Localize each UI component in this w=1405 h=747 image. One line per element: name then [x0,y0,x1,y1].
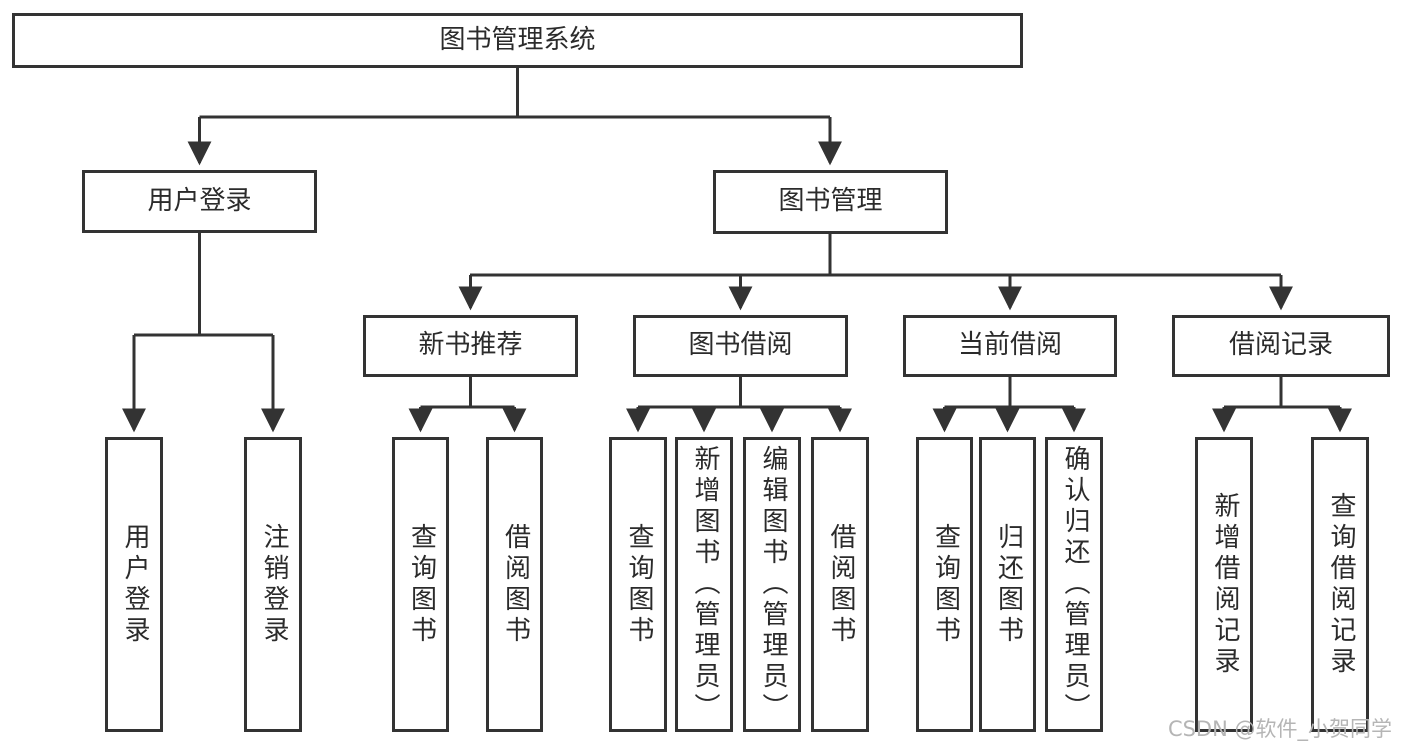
leaf-query-borrow-record: 查询借阅记录 [1311,437,1369,732]
leaf-return-book: 归还图书 [979,437,1036,732]
leaf-confirm-return-admin: 确认归还（管理员） [1045,437,1103,732]
leaf-edit-book-admin: 编辑图书（管理员） [743,437,801,732]
leaf-query-books-borrowing: 查询图书 [609,437,667,732]
node-current-borrowing: 当前借阅 [903,315,1117,377]
leaf-add-book-admin: 新增图书（管理员） [675,437,733,732]
watermark: CSDN @软件_小贺同学 [1167,717,1392,741]
node-user-login: 用户登录 [82,170,317,233]
node-new-book-recommendation: 新书推荐 [363,315,578,377]
leaf-query-books-recommend: 查询图书 [392,437,449,732]
leaf-user-login: 用户登录 [105,437,163,732]
node-library-system: 图书管理系统 [12,13,1023,68]
node-borrowing-records: 借阅记录 [1172,315,1390,377]
leaf-logout: 注销登录 [244,437,302,732]
leaf-add-borrow-record: 新增借阅记录 [1195,437,1253,732]
leaf-borrow-books: 借阅图书 [811,437,869,732]
leaf-borrow-books-recommend: 借阅图书 [486,437,543,732]
node-book-borrowing: 图书借阅 [633,315,848,377]
node-book-management: 图书管理 [713,170,948,234]
leaf-query-books-current: 查询图书 [916,437,973,732]
